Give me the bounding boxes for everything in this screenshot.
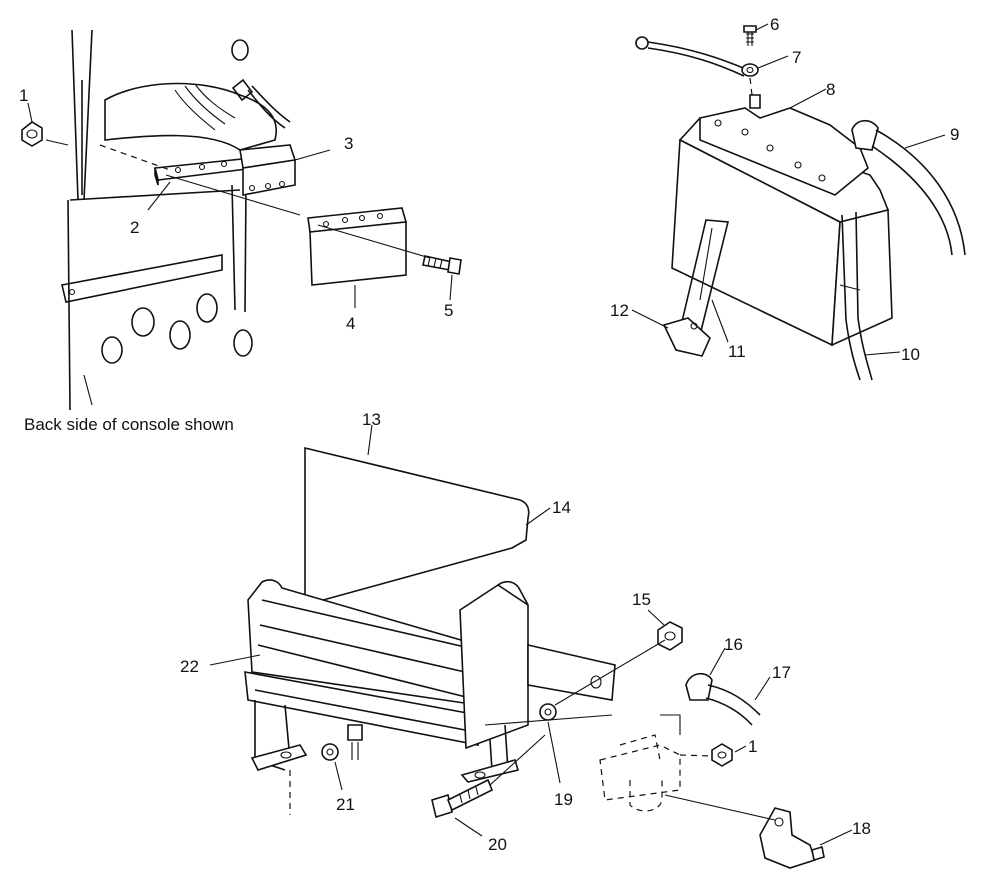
console-assembly bbox=[21, 29, 462, 411]
callout-leaders bbox=[27, 23, 946, 846]
callout-18: 18 bbox=[852, 819, 871, 838]
callout-20: 20 bbox=[488, 835, 507, 854]
callout-1-lower: 1 bbox=[748, 737, 757, 756]
callout-9: 9 bbox=[950, 125, 959, 144]
callout-8: 8 bbox=[826, 80, 835, 99]
callout-4: 4 bbox=[346, 314, 355, 333]
callout-15: 15 bbox=[632, 590, 651, 609]
callout-7: 7 bbox=[792, 48, 801, 67]
battery-tray-assembly bbox=[244, 446, 825, 869]
callout-2: 2 bbox=[130, 218, 139, 237]
callout-1: 1 bbox=[19, 86, 28, 105]
callout-16: 16 bbox=[724, 635, 743, 654]
callout-11: 11 bbox=[728, 342, 746, 361]
callout-14: 14 bbox=[552, 498, 571, 517]
diagram-caption: Back side of console shown bbox=[24, 415, 234, 434]
callout-3: 3 bbox=[344, 134, 353, 153]
callout-5: 5 bbox=[444, 301, 453, 320]
callout-13: 13 bbox=[362, 410, 381, 429]
callout-10: 10 bbox=[901, 345, 920, 364]
callout-labels: 1 2 3 4 5 6 7 8 9 10 11 12 13 14 15 16 1… bbox=[19, 15, 959, 854]
callout-19: 19 bbox=[554, 790, 573, 809]
callout-6: 6 bbox=[770, 15, 779, 34]
callout-21: 21 bbox=[336, 795, 355, 814]
battery-assembly bbox=[635, 25, 966, 381]
callout-22: 22 bbox=[180, 657, 199, 676]
callout-17: 17 bbox=[772, 663, 791, 682]
callout-12: 12 bbox=[610, 301, 629, 320]
